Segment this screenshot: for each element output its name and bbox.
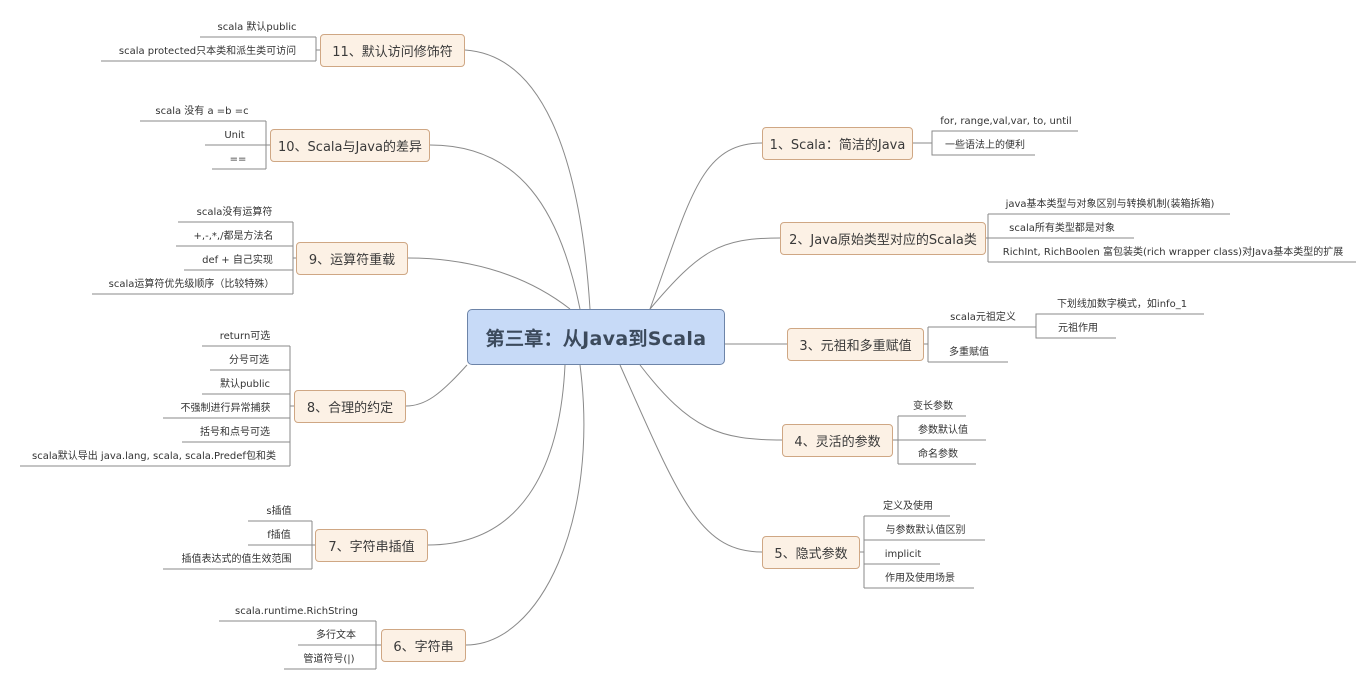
leaf-t6-2[interactable]: 管道符号(|)	[303, 654, 355, 665]
topic-3[interactable]: 3、元祖和多重赋值	[787, 328, 924, 361]
leaf-t11-0[interactable]: scala 默认public	[217, 22, 297, 33]
topic-2[interactable]: 2、Java原始类型对应的Scala类	[780, 222, 986, 255]
leaf-t2-2[interactable]: RichInt, RichBoolen 富包装类(rich wrapper cl…	[1002, 247, 1344, 258]
leaf-t8-0[interactable]: return可选	[219, 331, 271, 342]
leaf-t8-4[interactable]: 括号和点号可选	[200, 427, 270, 438]
topic-7[interactable]: 7、字符串插值	[315, 529, 428, 562]
leaf-t7-0[interactable]: s插值	[266, 506, 292, 517]
topic-11[interactable]: 11、默认访问修饰符	[320, 34, 465, 67]
leaf-t2-1[interactable]: scala所有类型都是对象	[1009, 223, 1115, 234]
leaf-t8-3[interactable]: 不强制进行异常捕获	[180, 403, 271, 414]
leaf-t3-1[interactable]: 多重赋值	[949, 347, 989, 358]
leaf-t3-sub-0[interactable]: 下划线加数字模式，如info_1	[1056, 299, 1188, 310]
leaf-t10-2[interactable]: ==	[229, 154, 247, 165]
topic-10[interactable]: 10、Scala与Java的差异	[270, 129, 430, 162]
leaf-t2-0[interactable]: java基本类型与对象区别与转换机制(装箱拆箱)	[1005, 199, 1215, 210]
leaf-t3-0[interactable]: scala元祖定义	[950, 312, 1016, 323]
topic-1[interactable]: 1、Scala：简洁的Java	[762, 127, 913, 160]
leaf-t5-3[interactable]: 作用及使用场景	[885, 573, 955, 584]
leaf-t7-2[interactable]: 插值表达式的值生效范围	[181, 554, 292, 565]
leaf-t9-1[interactable]: +,-,*,/都是方法名	[193, 231, 274, 242]
topic-5[interactable]: 5、隐式参数	[762, 536, 860, 569]
leaf-t9-3[interactable]: scala运算符优先级顺序（比较特殊）	[108, 279, 275, 290]
leaf-t10-0[interactable]: scala 没有 a =b =c	[155, 106, 249, 117]
leaf-t5-2[interactable]: implicit	[884, 549, 922, 560]
leaf-t8-5[interactable]: scala默认导出 java.lang, scala, scala.Predef…	[32, 451, 276, 462]
topic-8[interactable]: 8、合理的约定	[294, 390, 406, 423]
central-topic[interactable]: 第三章：从Java到Scala	[467, 309, 725, 365]
leaf-t4-1[interactable]: 参数默认值	[918, 425, 968, 436]
leaf-t9-0[interactable]: scala没有运算符	[196, 207, 273, 218]
leaf-t5-0[interactable]: 定义及使用	[883, 501, 933, 512]
topic-9[interactable]: 9、运算符重载	[296, 242, 408, 275]
leaf-t7-1[interactable]: f插值	[267, 530, 291, 541]
leaf-t1-0[interactable]: for, range,val,var, to, until	[940, 116, 1072, 127]
leaf-t9-2[interactable]: def + 自己实现	[202, 255, 273, 266]
leaf-t10-1[interactable]: Unit	[224, 130, 245, 141]
leaf-t8-2[interactable]: 默认public	[219, 379, 271, 390]
leaf-t6-1[interactable]: 多行文本	[316, 630, 356, 641]
leaf-t8-1[interactable]: 分号可选	[229, 355, 269, 366]
topic-4[interactable]: 4、灵活的参数	[782, 424, 893, 457]
leaf-t11-1[interactable]: scala protected只本类和派生类可访问	[118, 46, 297, 57]
leaf-t4-0[interactable]: 变长参数	[913, 401, 953, 412]
leaf-t6-0[interactable]: scala.runtime.RichString	[235, 606, 358, 617]
leaf-t1-1[interactable]: 一些语法上的便利	[945, 140, 1025, 151]
leaf-t4-2[interactable]: 命名参数	[918, 449, 958, 460]
topic-6[interactable]: 6、字符串	[381, 629, 466, 662]
leaf-t5-1[interactable]: 与参数默认值区别	[885, 525, 966, 536]
leaf-t3-sub-1[interactable]: 元祖作用	[1058, 323, 1098, 334]
